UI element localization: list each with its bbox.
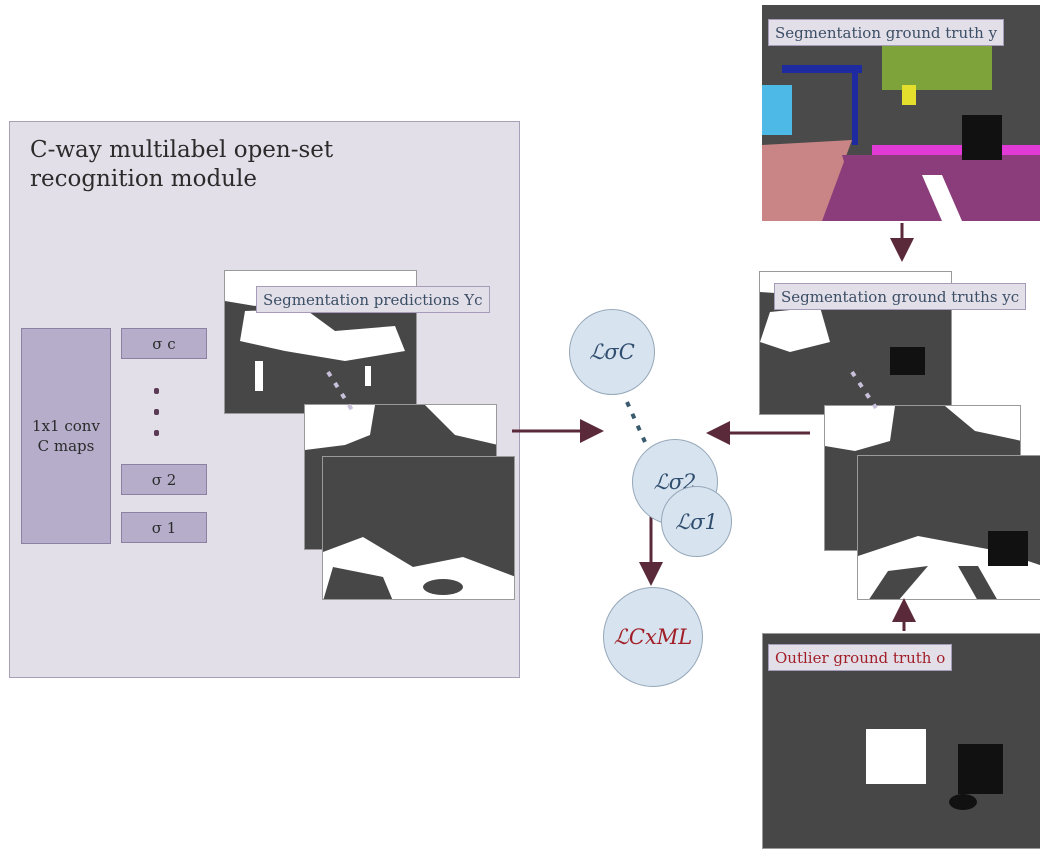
ellipsis-dot bbox=[154, 409, 159, 415]
conv-line-2: C maps bbox=[37, 437, 95, 455]
gt-mask-1 bbox=[857, 455, 1040, 600]
ellipsis-dot bbox=[154, 430, 159, 436]
module-title: C-way multilabel open-set recognition mo… bbox=[30, 137, 334, 192]
conv-line-1: 1x1 conv bbox=[32, 417, 100, 435]
outlier-gt-label: Outlier ground truth o bbox=[768, 644, 953, 671]
sigma-c-block: σ c bbox=[121, 328, 207, 359]
loss-sigma-c: ℒσC bbox=[569, 309, 655, 395]
conv-block: 1x1 conv C maps bbox=[21, 328, 111, 544]
loss-sigma-1: ℒσ1 bbox=[661, 486, 732, 557]
ellipsis-dot bbox=[154, 388, 159, 394]
sigma-2-block: σ 2 bbox=[121, 464, 207, 495]
seg-gts-yc-label: Segmentation ground truths yc bbox=[774, 283, 1027, 310]
prediction-mask-1 bbox=[322, 456, 515, 600]
seg-predictions-label: Segmentation predictions Yc bbox=[256, 286, 490, 313]
sigma-1-block: σ 1 bbox=[121, 512, 207, 543]
seg-gt-y-label: Segmentation ground truth y bbox=[768, 19, 1005, 46]
loss-cxml: ℒCxML bbox=[603, 587, 703, 687]
